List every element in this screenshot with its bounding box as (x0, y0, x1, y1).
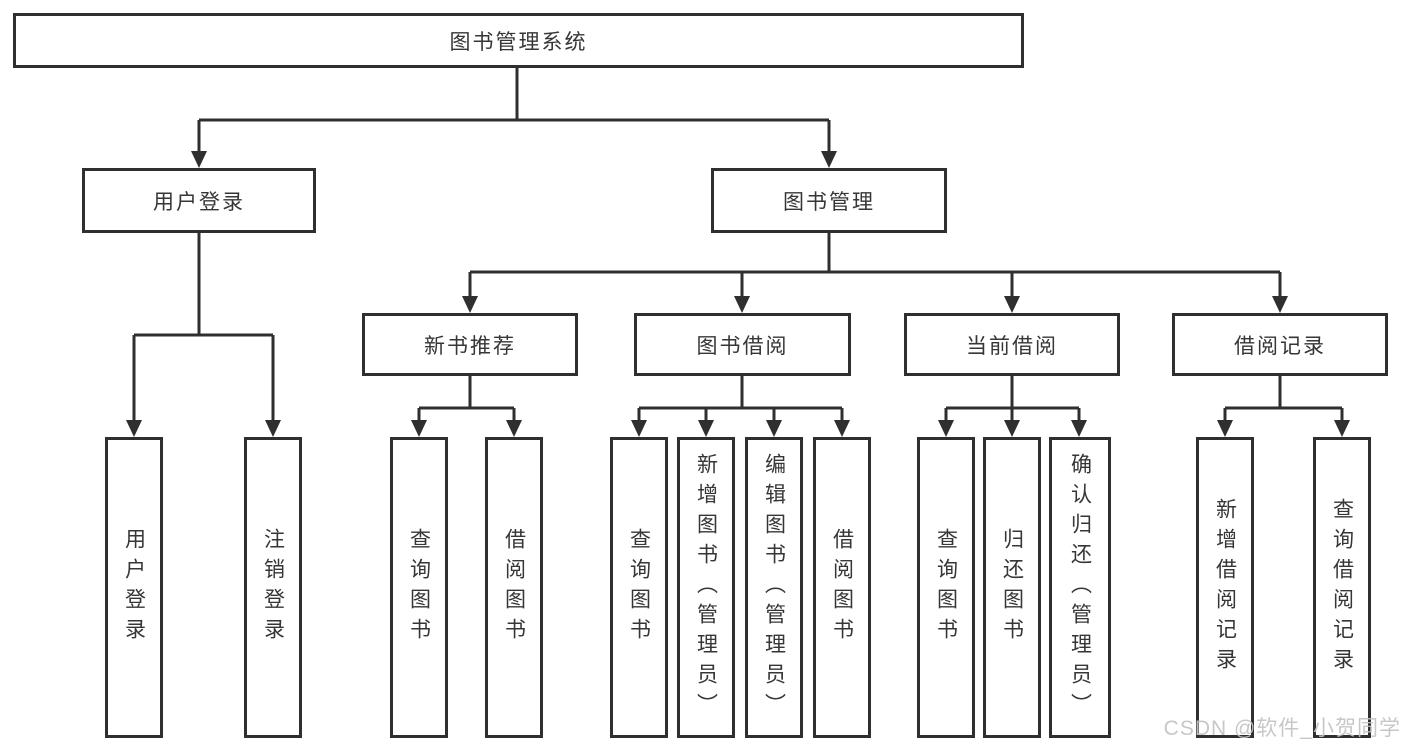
leaf-borrow-books-recommend: 借阅图书 (485, 437, 543, 738)
leaf-user-login: 用户登录 (105, 437, 163, 738)
leaf-edit-book-admin: 编辑图书（管理员） (745, 437, 803, 738)
leaf-logout: 注销登录 (244, 437, 302, 738)
leaf-borrow-books-borrowing: 借阅图书 (813, 437, 871, 738)
node-new-book-recommend: 新书推荐 (362, 313, 578, 376)
leaf-query-borrow-record: 查询借阅记录 (1313, 437, 1371, 738)
node-book-borrowing: 图书借阅 (634, 313, 851, 376)
leaf-query-books-recommend: 查询图书 (390, 437, 448, 738)
leaf-query-books-current: 查询图书 (917, 437, 975, 738)
leaf-confirm-return-admin: 确认归还（管理员） (1049, 437, 1111, 738)
leaf-query-books-borrowing: 查询图书 (610, 437, 668, 738)
edge-lines (132, 68, 1344, 423)
node-borrowing-records: 借阅记录 (1172, 313, 1388, 376)
leaf-add-book-admin: 新增图书（管理员） (677, 437, 735, 738)
leaf-add-borrow-record: 新增借阅记录 (1196, 437, 1254, 738)
leaf-return-book: 归还图书 (983, 437, 1041, 738)
node-book-management-module: 图书管理 (711, 168, 947, 233)
node-user-login-module: 用户登录 (82, 168, 316, 233)
node-root-system: 图书管理系统 (13, 13, 1024, 68)
csdn-watermark: CSDN @软件_小贺同学 (1163, 717, 1401, 740)
node-current-borrowing: 当前借阅 (904, 313, 1120, 376)
